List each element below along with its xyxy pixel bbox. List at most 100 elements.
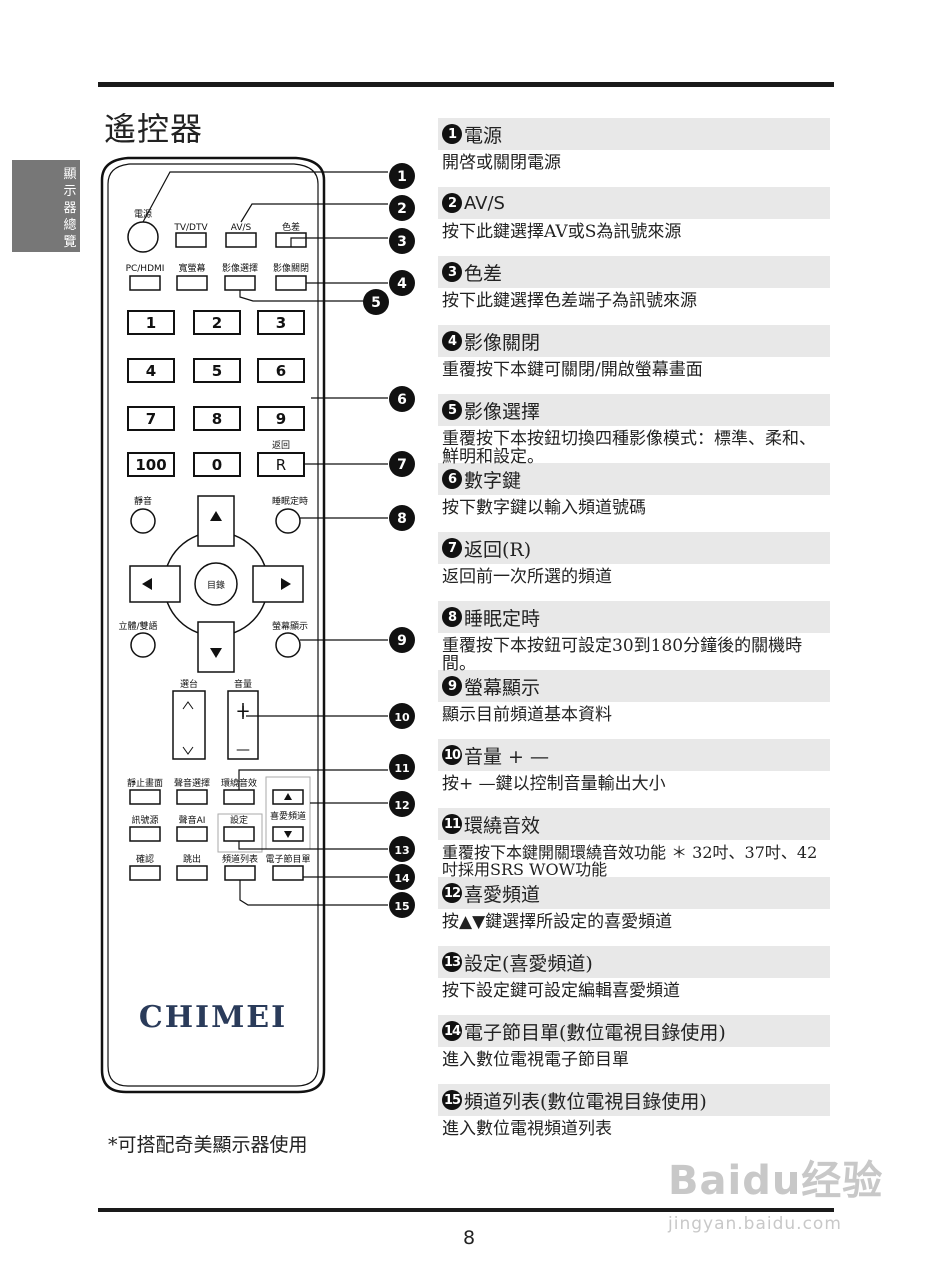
fav-down-arrow-icon [284,831,292,838]
callout-num-12: 12 [394,799,409,812]
key-8 [193,406,241,431]
key-9 [257,406,305,431]
callout-badge-14 [389,864,415,890]
vol-plus-label: + [235,701,250,722]
callout-badge-8 [389,505,415,531]
callout-badge-15 [389,892,415,918]
sleep-button [275,508,301,534]
callout-num-9: 9 [397,633,407,649]
channel-rocker [172,690,206,760]
exit-button [176,865,208,881]
watermark-logo: Baidu经验 [668,1158,884,1204]
label-epg: 電子節目單 [265,853,310,865]
label-source: 訊號源 [131,814,158,826]
bottom-rule [98,1208,834,1212]
down-button [197,621,235,673]
item-number: 1 [442,124,462,144]
power-button [127,221,159,253]
label-chlist: 頻道列表 [222,853,258,865]
item-title: 環繞音效 [464,814,541,837]
label-picoff: 影像關閉 [273,262,309,274]
soundsel-button [176,789,208,805]
callout-num-8: 8 [397,511,407,527]
label-favorite: 喜愛頻道 [270,810,306,822]
volume-rocker [227,690,259,760]
callout-badge-9 [389,627,415,653]
item-desc: 按下設定鍵可設定編輯喜愛頻道 [442,981,680,1001]
key-1 [127,310,175,335]
item-title: 電源 [464,124,503,147]
key-0-label: 0 [212,456,222,474]
item-desc: 按下數字鍵以輸入頻道號碼 [442,498,646,518]
confirm-button [129,865,161,881]
callout-num-5: 5 [371,295,381,311]
key-2 [193,310,241,335]
callout-badge-6 [389,386,415,412]
callout-badge-4 [389,270,415,296]
item-number: 7 [442,538,462,558]
key-6-label: 6 [276,362,286,380]
label-sleep: 睡眠定時 [272,495,308,507]
callout-badge-10 [389,703,415,729]
setup-button [223,826,255,842]
callout-num-1: 1 [397,169,407,185]
right-button [252,565,304,603]
item-desc: 重覆按下本按鈕切換四種影像模式：標準、柔和、鮮明和設定。 [442,429,816,467]
label-picsel: 影像選擇 [222,262,258,274]
callout-line-1 [142,171,388,223]
right-arrow-icon [281,578,291,590]
callout-num-14: 14 [394,872,410,885]
left-button [129,565,181,603]
item-title: 影像選擇 [464,400,541,423]
label-display: 螢幕顯示 [272,620,308,632]
stereo-button [130,632,156,658]
item-number: 8 [442,607,462,627]
footnote: *可搭配奇美顯示器使用 [108,1134,308,1156]
label-exit: 跳出 [183,853,201,865]
item-number: 10 [442,745,462,765]
key-3 [257,310,305,335]
callout-num-3: 3 [397,234,407,250]
key-7-label: 7 [146,410,156,428]
chlist-button [224,865,256,881]
display-button [275,632,301,658]
item-number: 13 [442,952,462,972]
picoff-button [275,275,307,291]
item-number: 14 [442,1021,462,1041]
picsel-button [224,275,256,291]
key-7 [127,406,175,431]
label-pchdmi: PC/HDMI [126,264,165,274]
key-5-label: 5 [212,362,222,380]
item-number: 6 [442,469,462,489]
item-title: 喜愛頻道 [464,883,541,906]
fav-down-button [272,826,304,842]
watermark: Baidu经验 jingyan.baidu.com [668,1148,883,1234]
remote-illustration: 1 2 3 4 5 6 7 8 9 10 11 12 13 14 15 電源 T… [100,156,415,1094]
label-soundai: 聲音AI [179,814,206,826]
label-wide: 寬螢幕 [178,262,205,274]
key-100-label: 100 [135,456,166,474]
menu-button [194,562,238,606]
callout-line-2 [240,203,388,223]
callout-num-7: 7 [397,457,407,473]
key-0 [193,452,241,477]
tvdtv-button [175,232,207,248]
side-tab: 顯示器總覽 [12,160,80,252]
item-title: 頻道列表(數位電視目錄使用) [464,1090,707,1113]
callout-badge-13 [389,836,415,862]
item-title: 返回(R) [464,538,532,561]
callout-badge-5 [363,289,389,315]
item-number: 5 [442,400,462,420]
channel-up-arrow-icon [182,701,194,710]
item-number: 4 [442,331,462,351]
